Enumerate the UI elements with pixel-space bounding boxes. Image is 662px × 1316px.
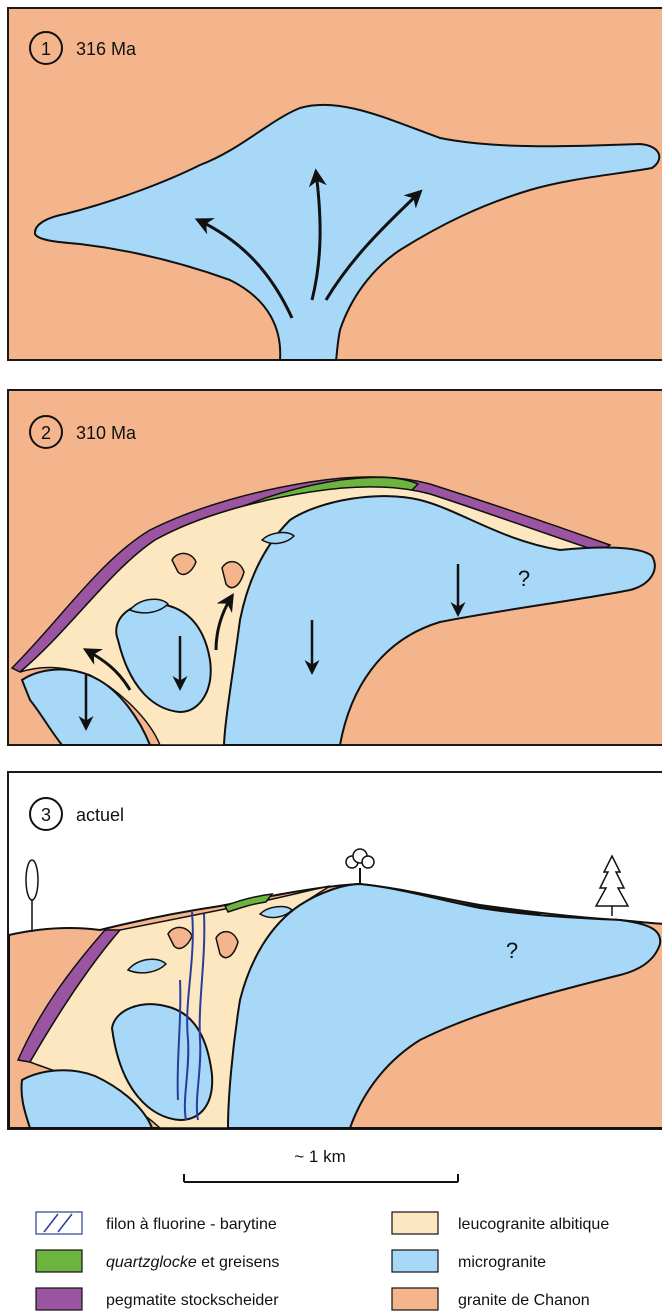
- legend-label-vein: filon à fluorine - barytine: [106, 1216, 277, 1233]
- panel-2-question-mark: ?: [518, 566, 530, 591]
- panel-3-number: 3: [41, 805, 51, 825]
- panel-1: 1 316 Ma: [8, 8, 662, 360]
- panel-3-label: actuel: [76, 805, 124, 825]
- legend-label-pegmatite: pegmatite stockscheider: [106, 1292, 279, 1309]
- panel-1-number: 1: [41, 39, 51, 59]
- panel-3-question-mark: ?: [506, 938, 518, 963]
- panel-2: ? 2 310 Ma: [8, 390, 662, 745]
- legend-label-leucogranite: leucogranite albitique: [458, 1216, 609, 1233]
- scale-bar-label: ~ 1 km: [294, 1147, 346, 1166]
- legend-item-granite: granite de Chanon: [392, 1288, 590, 1310]
- legend-label-quartzglocke: quartzglocke et greisens: [106, 1254, 279, 1271]
- legend-item-quartzglocke: quartzglocke et greisens: [36, 1250, 279, 1272]
- legend-item-vein: filon à fluorine - barytine: [36, 1212, 277, 1234]
- legend: filon à fluorine - barytine quartzglocke…: [36, 1212, 609, 1310]
- panel-1-label: 316 Ma: [76, 39, 137, 59]
- panel-3: ? 3 actuel: [8, 772, 662, 1129]
- scale-bar: ~ 1 km: [184, 1147, 458, 1182]
- panel-2-label: 310 Ma: [76, 423, 137, 443]
- legend-label-microgranite: microgranite: [458, 1254, 546, 1271]
- legend-label-granite: granite de Chanon: [458, 1292, 590, 1309]
- panel-2-number: 2: [41, 423, 51, 443]
- legend-item-pegmatite: pegmatite stockscheider: [36, 1288, 279, 1310]
- legend-item-microgranite: microgranite: [392, 1250, 546, 1272]
- legend-item-leucogranite: leucogranite albitique: [392, 1212, 609, 1234]
